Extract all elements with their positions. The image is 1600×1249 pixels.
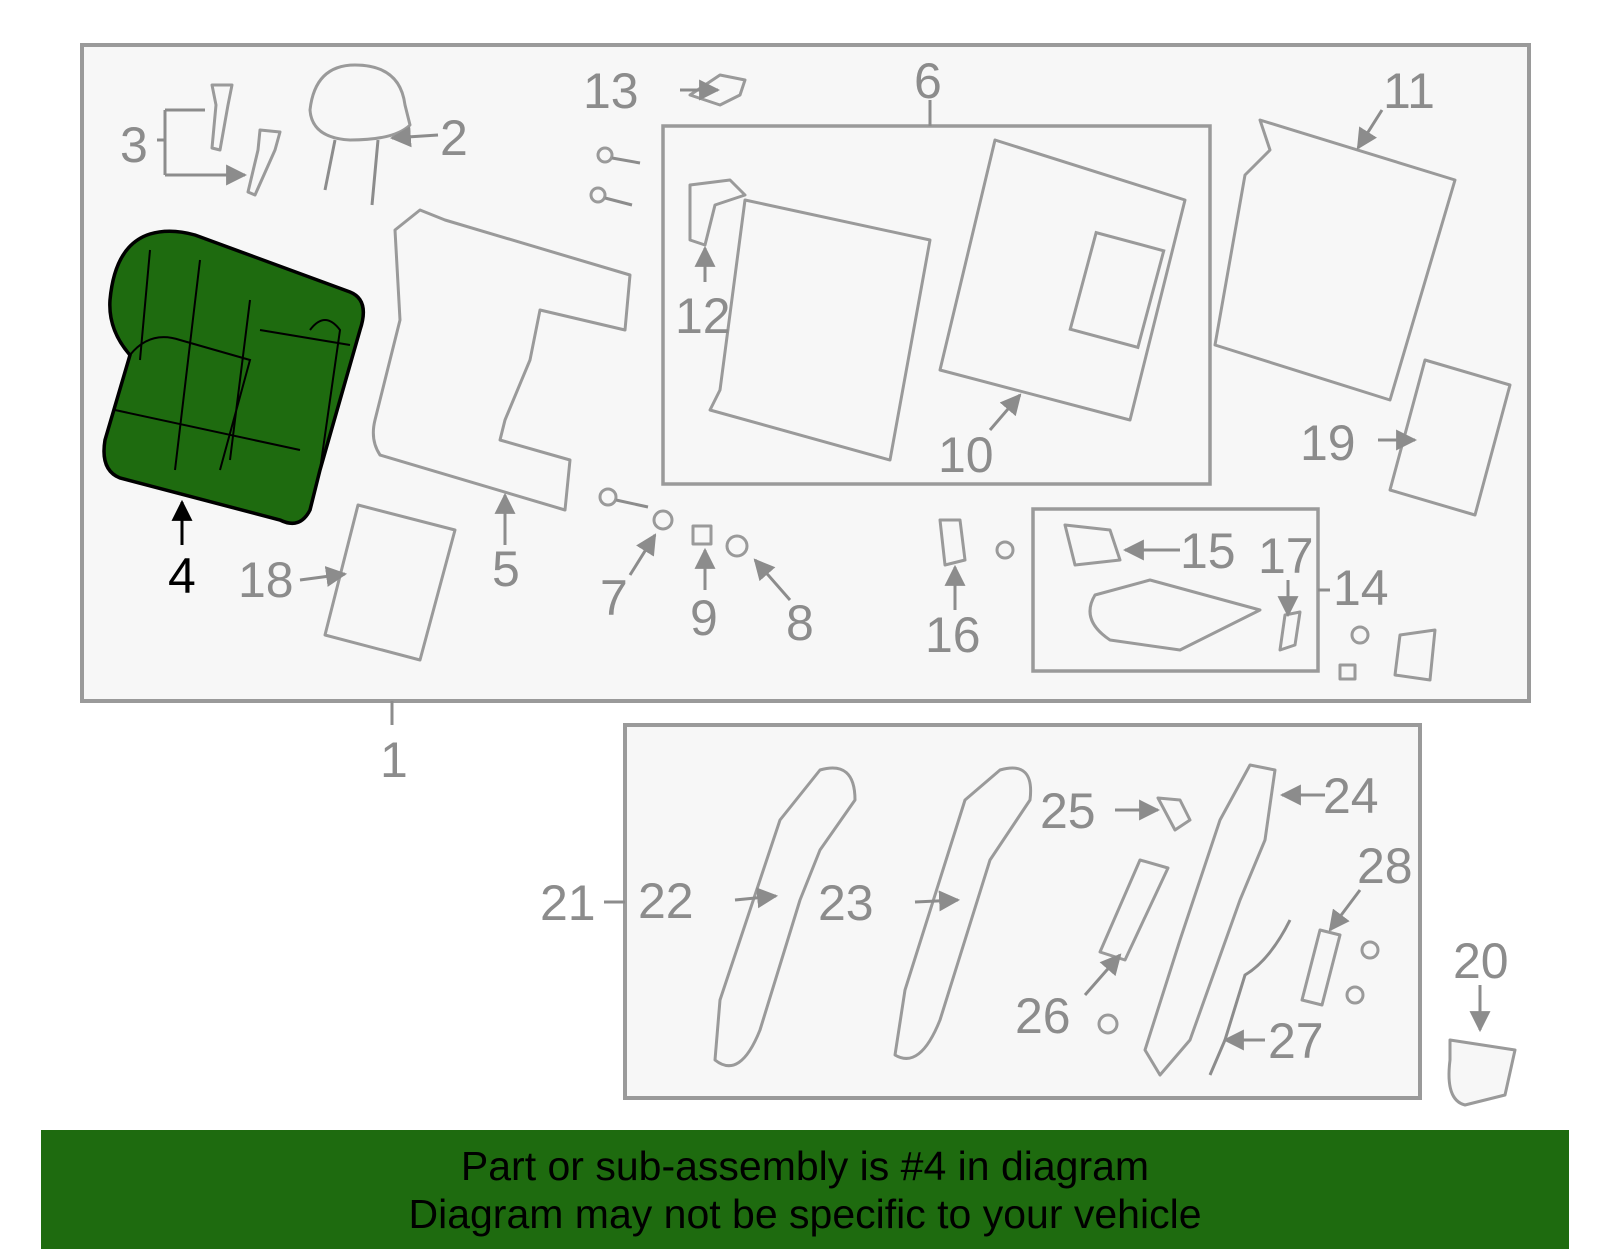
callout-24: 24 bbox=[1323, 768, 1379, 824]
part-10-suspension-mat[interactable] bbox=[938, 138, 1187, 422]
callout-27: 27 bbox=[1268, 1013, 1324, 1069]
fasteners[interactable] bbox=[589, 146, 1437, 682]
callout-21: 21 bbox=[540, 875, 596, 931]
group-frame-6 bbox=[661, 124, 1212, 486]
part-6-frame[interactable] bbox=[708, 198, 932, 462]
callout-12: 12 bbox=[675, 288, 731, 344]
part-11-pad[interactable] bbox=[1213, 118, 1457, 402]
callout-20: 20 bbox=[1453, 933, 1509, 989]
part-4-seat-back-cushion[interactable] bbox=[102, 229, 366, 526]
callout-16: 16 bbox=[925, 607, 981, 663]
callout-18: 18 bbox=[238, 552, 294, 608]
info-banner: Part or sub-assembly is #4 in diagram Di… bbox=[41, 1130, 1569, 1249]
banner-line-2: Diagram may not be specific to your vehi… bbox=[408, 1191, 1202, 1237]
callout-15: 15 bbox=[1180, 523, 1236, 579]
callout-4: 4 bbox=[168, 548, 196, 604]
callout-23: 23 bbox=[818, 875, 874, 931]
part-2-headrest[interactable] bbox=[308, 63, 412, 206]
callout-8: 8 bbox=[786, 595, 814, 651]
callout-19: 19 bbox=[1300, 415, 1356, 471]
callout-28: 28 bbox=[1357, 838, 1413, 894]
callout-2: 2 bbox=[440, 110, 468, 166]
part-23-trim[interactable] bbox=[893, 766, 1033, 1060]
callout-10: 10 bbox=[938, 427, 994, 483]
callout-1: 1 bbox=[380, 732, 408, 788]
callout-14: 14 bbox=[1333, 560, 1389, 616]
callout-6: 6 bbox=[914, 53, 942, 109]
part-12-latch[interactable] bbox=[688, 178, 747, 247]
part-28-bracket[interactable] bbox=[1300, 928, 1342, 1007]
callout-11: 11 bbox=[1383, 63, 1435, 119]
banner-line-1: Part or sub-assembly is #4 in diagram bbox=[460, 1143, 1150, 1189]
callout-labels: 1 2 3 4 5 6 7 8 9 10 11 12 13 14 15 16 1… bbox=[120, 53, 1509, 1069]
callout-22: 22 bbox=[638, 873, 694, 929]
part-24-bracket[interactable] bbox=[1143, 763, 1277, 1077]
callout-3: 3 bbox=[120, 117, 148, 173]
callout-13: 13 bbox=[583, 63, 639, 119]
leader-lines bbox=[299, 79, 1491, 1051]
part-25-clip[interactable] bbox=[1156, 796, 1192, 832]
callout-25: 25 bbox=[1040, 783, 1096, 839]
callout-26: 26 bbox=[1015, 988, 1071, 1044]
callout-5: 5 bbox=[492, 541, 520, 597]
part-22-trim[interactable] bbox=[713, 766, 857, 1068]
part-26-cover[interactable] bbox=[1098, 858, 1170, 962]
callout-17: 17 bbox=[1258, 528, 1314, 584]
part-5-seat-back-frame[interactable] bbox=[371, 208, 632, 512]
part-20-bracket[interactable] bbox=[1447, 1038, 1517, 1107]
part-18-panel[interactable] bbox=[323, 503, 457, 662]
callout-7: 7 bbox=[600, 570, 628, 626]
part-27-harness[interactable] bbox=[1208, 919, 1292, 1076]
callout-9: 9 bbox=[690, 590, 718, 646]
